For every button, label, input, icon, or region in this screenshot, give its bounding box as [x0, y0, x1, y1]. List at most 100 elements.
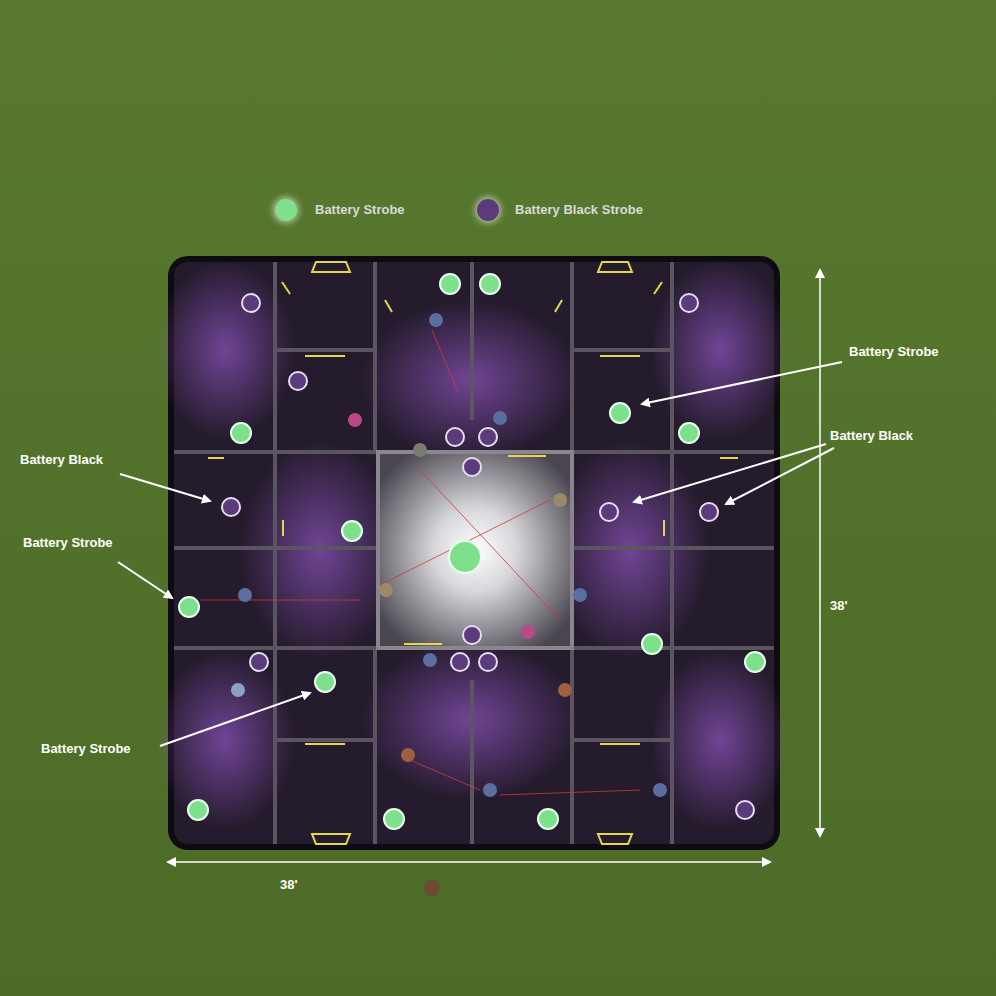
players: [483, 783, 497, 797]
black-strobe-dots: [451, 653, 469, 671]
callout-label: Battery Black: [20, 452, 103, 468]
callout-label: 38': [280, 877, 298, 893]
inner-walls: [570, 262, 574, 452]
green-strobe-dots: [231, 423, 251, 443]
inner-walls: [373, 648, 377, 844]
laser-beams: [200, 330, 640, 795]
inner-walls: [373, 262, 377, 452]
players: [413, 443, 427, 457]
players: [553, 493, 567, 507]
yellow-markers: [385, 300, 392, 312]
green-strobe-dots: [179, 597, 199, 617]
players: [231, 683, 245, 697]
inner-walls: [570, 648, 574, 844]
yellow-markers: [282, 282, 290, 294]
players: [401, 748, 415, 762]
leader-arrows: [120, 474, 210, 501]
players: [573, 588, 587, 602]
yellow-markers: [663, 520, 665, 536]
black-strobe-dots: [680, 294, 698, 312]
yellow-markers: [312, 834, 350, 844]
black-strobe-dots: [463, 458, 481, 476]
yellow-markers: [404, 643, 442, 645]
laser-beams: [420, 470, 560, 620]
laser-beams: [500, 790, 640, 795]
legend-text: Battery Black Strobe: [515, 202, 643, 218]
players: [558, 683, 572, 697]
inner-walls: [275, 348, 375, 352]
inner-walls: [670, 740, 674, 844]
players: [493, 411, 507, 425]
yellow-markers: [305, 743, 345, 745]
players: [653, 783, 667, 797]
leader-arrows: [118, 562, 172, 598]
black-strobe-dots: [446, 428, 464, 446]
center-arena: [378, 452, 572, 648]
players: [238, 588, 252, 602]
leader-arrows: [642, 362, 842, 404]
leader-arrows: [726, 448, 834, 504]
green-strobe-dots: [384, 809, 404, 829]
callout-label: Battery Strobe: [23, 535, 113, 551]
laser-beams: [410, 760, 480, 790]
legend-text: Battery Strobe: [315, 202, 405, 218]
inner-walls: [470, 262, 474, 420]
black-strobe-dots: [222, 294, 754, 819]
inner-walls: [670, 262, 674, 350]
players: [379, 583, 393, 597]
black-strobe-dots: [736, 801, 754, 819]
inner-walls: [273, 350, 277, 452]
yellow-markers: [598, 834, 632, 844]
green-strobe-dots: [179, 274, 765, 829]
green-strobe-dots: [480, 274, 500, 294]
legend-swatch: [477, 199, 499, 221]
yellow-markers: [555, 300, 562, 312]
inner-walls: [273, 740, 277, 844]
black-strobe-dots: [479, 653, 497, 671]
green-strobe-dots: [342, 521, 362, 541]
yellow-markers: [208, 457, 224, 459]
inner-walls: [572, 348, 672, 352]
black-strobe-dots: [242, 294, 260, 312]
players: [521, 625, 535, 639]
inner-walls: [670, 350, 674, 452]
green-strobe-dots: [315, 672, 335, 692]
green-strobe-dots: [449, 541, 481, 573]
callout-label: Battery Strobe: [849, 344, 939, 360]
black-strobe-dots: [479, 428, 497, 446]
leader-arrows: [634, 444, 826, 502]
yellow-markers: [305, 355, 345, 357]
players: [231, 313, 667, 896]
inner-walls: [572, 738, 672, 742]
center-arena: [378, 452, 572, 648]
yellow-markers: [508, 455, 546, 457]
laser-beams: [200, 600, 360, 601]
yellow-markers: [598, 262, 632, 272]
callout-label: Battery Strobe: [41, 741, 131, 757]
inner-walls: [273, 262, 277, 350]
black-strobe-dots: [250, 653, 268, 671]
dimension-lines: [168, 861, 770, 863]
green-strobe-dots: [610, 403, 630, 423]
players: [424, 880, 440, 896]
green-strobe-dots: [538, 809, 558, 829]
laser-beams: [380, 500, 550, 585]
callout-label: 38': [830, 598, 848, 614]
legend-swatch: [275, 199, 297, 221]
inner-walls: [275, 738, 375, 742]
yellow-markers: [600, 355, 640, 357]
players: [348, 413, 362, 427]
leader-arrows: [118, 362, 842, 746]
green-strobe-dots: [188, 800, 208, 820]
yellow-markers: [720, 457, 738, 459]
green-strobe-dots: [440, 274, 460, 294]
dimension-lines: [819, 270, 821, 836]
leader-arrows: [160, 693, 310, 746]
inner-walls: [670, 452, 674, 740]
players: [423, 653, 437, 667]
yellow-markers: [208, 262, 738, 844]
